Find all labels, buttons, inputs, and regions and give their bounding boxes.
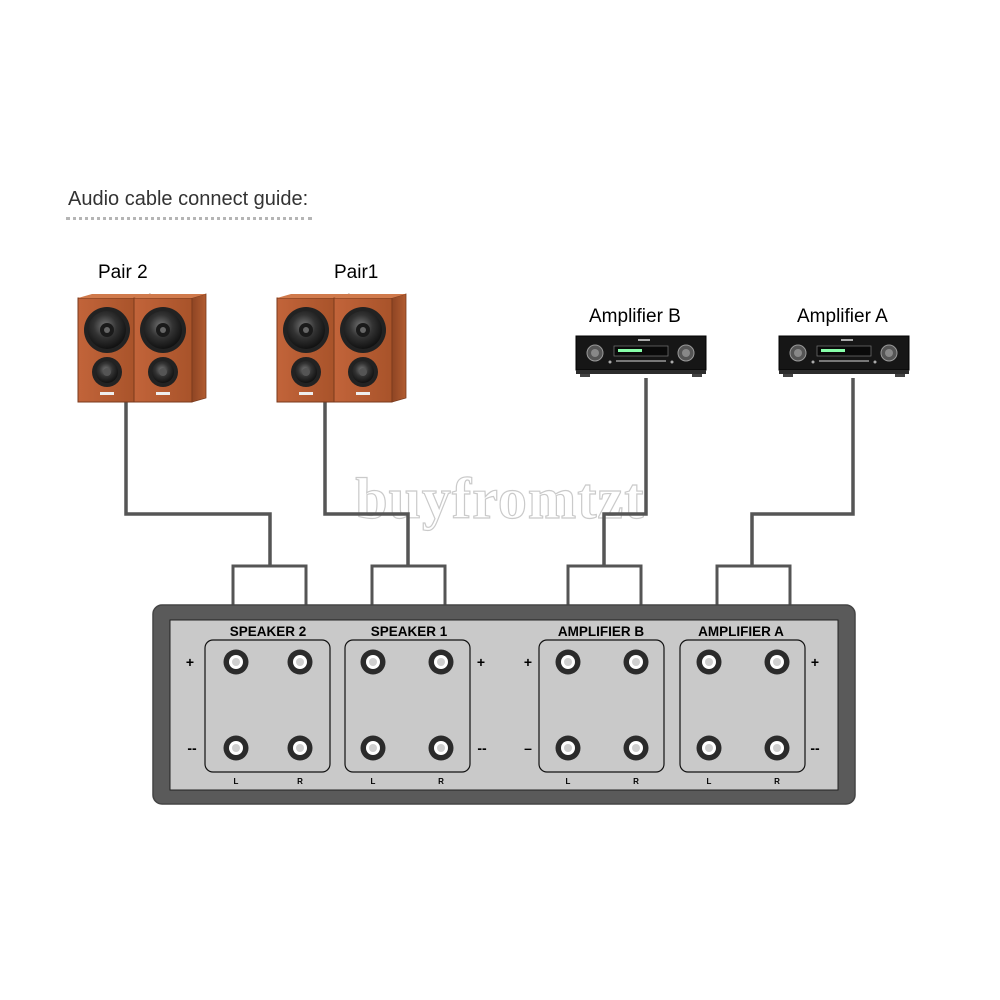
binding-post-icon — [623, 735, 649, 761]
guide-underline — [66, 217, 312, 220]
minus-sign: -- — [477, 740, 487, 756]
channel-left-label: L — [371, 777, 376, 786]
connector-brackets — [231, 564, 792, 606]
binding-post-icon — [764, 649, 790, 675]
channel-right-label: R — [438, 777, 444, 786]
plus-sign: + — [524, 654, 532, 670]
amplifier-icon — [778, 335, 910, 378]
binding-post-icon — [360, 649, 386, 675]
cable-pair-1 — [323, 400, 410, 566]
minus-sign: -- — [187, 740, 197, 756]
binding-post-icon — [287, 735, 313, 761]
cable-amplifier-a — [750, 378, 855, 566]
label-amplifier-a: Amplifier A — [797, 306, 888, 327]
channel-right-label: R — [633, 777, 639, 786]
label-amplifier-b: Amplifier B — [589, 306, 681, 327]
amplifier-icon — [575, 335, 707, 378]
section-title-speaker-1: SPEAKER 1 — [371, 624, 448, 639]
section-title-speaker-2: SPEAKER 2 — [230, 624, 307, 639]
binding-post-icon — [555, 735, 581, 761]
binding-post-icon — [287, 649, 313, 675]
binding-post-icon — [223, 649, 249, 675]
speaker-pair-1 — [276, 293, 407, 403]
switch-panel: SPEAKER 2 SPEAKER 1 AMPLIFIER B AMPLIFIE… — [152, 604, 856, 805]
section-title-amplifier-a: AMPLIFIER A — [698, 624, 784, 639]
plus-sign: + — [186, 654, 194, 670]
channel-left-label: L — [234, 777, 239, 786]
binding-post-icon — [696, 735, 722, 761]
binding-post-icon — [223, 735, 249, 761]
label-pair-1: Pair1 — [334, 262, 379, 283]
minus-sign: -- — [810, 740, 820, 756]
cable-pair-2 — [124, 400, 272, 566]
cable-amplifier-b — [602, 378, 648, 566]
binding-post-icon — [696, 649, 722, 675]
channel-right-label: R — [774, 777, 780, 786]
channel-left-label: L — [707, 777, 712, 786]
plus-sign: + — [477, 654, 485, 670]
bookshelf-speaker-icon — [333, 293, 407, 403]
section-title-amplifier-b: AMPLIFIER B — [558, 624, 644, 639]
binding-post-icon — [360, 735, 386, 761]
binding-post-icon — [764, 735, 790, 761]
binding-post-icon — [428, 649, 454, 675]
channel-left-label: L — [566, 777, 571, 786]
speaker-pair-2 — [77, 293, 207, 403]
watermark-text: buyfromtzt — [355, 466, 644, 531]
binding-post-icon — [428, 735, 454, 761]
binding-post-icon — [555, 649, 581, 675]
channel-right-label: R — [297, 777, 303, 786]
binding-post-icon — [623, 649, 649, 675]
bookshelf-speaker-icon — [133, 293, 207, 403]
cables — [124, 378, 855, 566]
guide-title: Audio cable connect guide: — [68, 188, 309, 210]
label-pair-2: Pair 2 — [98, 262, 148, 283]
plus-sign: + — [811, 654, 819, 670]
minus-sign: – — [524, 740, 532, 756]
